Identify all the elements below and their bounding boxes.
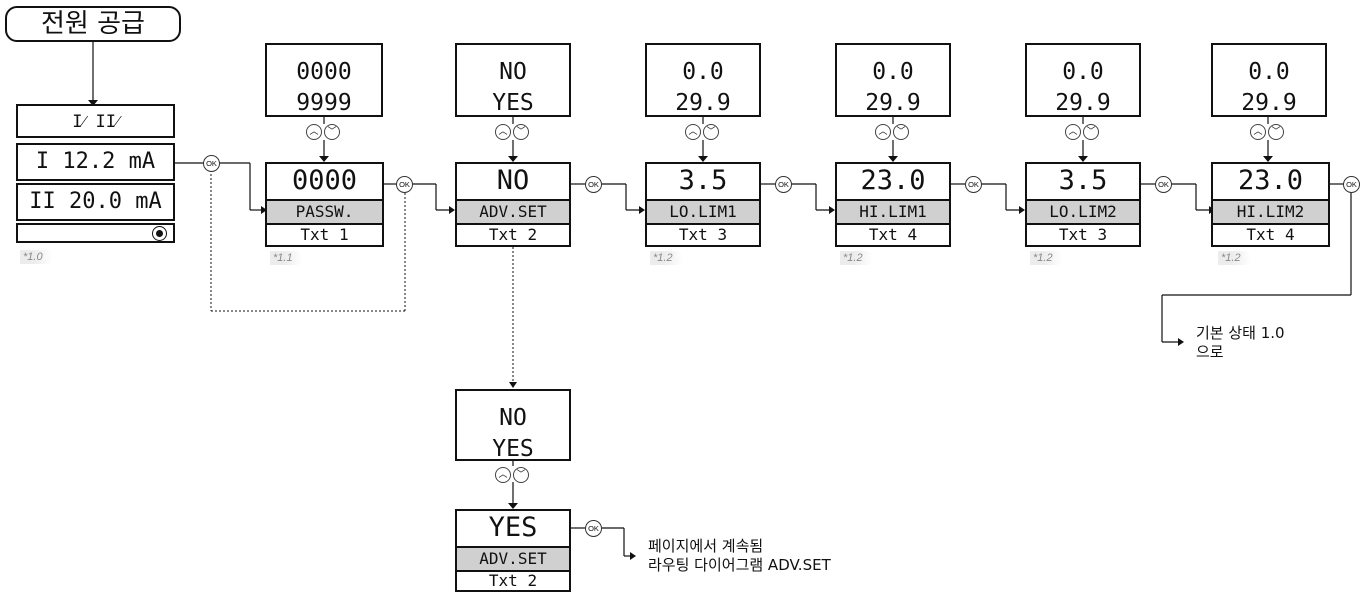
display-text: Txt 1 xyxy=(300,225,349,244)
display-step-6: 23.0 HI.LIM2 Txt 4 xyxy=(1211,162,1330,247)
display-step-4: 23.0 HI.LIM1 Txt 4 xyxy=(835,162,951,247)
options-box-3: 0.0 29.9 xyxy=(645,43,761,117)
note-step-6: *1.2 xyxy=(1218,251,1251,265)
display-value: 3.5 xyxy=(1027,164,1139,201)
option-min: 0.0 xyxy=(1062,59,1104,85)
down-arrow-icon[interactable]: ﹀ xyxy=(513,467,529,483)
continue-line-1: 페이지에서 계속됨 xyxy=(648,537,764,555)
ok-button-5[interactable]: OK xyxy=(965,176,982,193)
option-max: 29.9 xyxy=(675,90,731,116)
down-arrow-icon[interactable]: ﹀ xyxy=(703,124,719,140)
up-arrow-icon[interactable]: ︿ xyxy=(306,124,322,140)
up-arrow-icon[interactable]: ︿ xyxy=(495,124,511,140)
display-value: 0000 xyxy=(267,164,382,201)
return-line-1: 기본 상태 1.0 xyxy=(1196,324,1285,342)
display-label: LO.LIM2 xyxy=(1027,201,1139,225)
main-display-footer xyxy=(16,223,175,243)
up-down-buttons-4[interactable]: ︿ ﹀ xyxy=(875,124,911,140)
down-arrow-icon[interactable]: ﹀ xyxy=(324,124,340,140)
option-max: 29.9 xyxy=(865,90,921,116)
display-step-1: 0000 PASSW. Txt 1 xyxy=(265,162,384,247)
ok-button-1[interactable]: OK xyxy=(203,155,220,172)
up-down-buttons-3[interactable]: ︿ ﹀ xyxy=(685,124,721,140)
option-min: 0000 xyxy=(296,59,352,85)
note-step-1: *1.1 xyxy=(270,251,303,265)
ok-button-2[interactable]: OK xyxy=(396,176,413,193)
options-box-4: 0.0 29.9 xyxy=(835,43,951,117)
down-arrow-icon[interactable]: ﹀ xyxy=(893,124,909,140)
display-label: HI.LIM2 xyxy=(1213,201,1328,225)
ok-button-3[interactable]: OK xyxy=(585,176,602,193)
display-step-5: 3.5 LO.LIM2 Txt 3 xyxy=(1025,162,1141,247)
display-text: Txt 2 xyxy=(488,571,538,590)
options-box-branch: NO YES xyxy=(455,389,571,462)
option-max: 29.9 xyxy=(1055,90,1111,116)
display-step-2: NO ADV.SET Txt 2 xyxy=(455,162,571,247)
up-down-buttons-branch[interactable]: ︿ ﹀ xyxy=(495,467,531,483)
up-arrow-icon[interactable]: ︿ xyxy=(1250,124,1266,140)
option-max: 29.9 xyxy=(1241,90,1297,116)
display-value: NO xyxy=(457,164,569,201)
up-arrow-icon[interactable]: ︿ xyxy=(685,124,701,140)
display-label: PASSW. xyxy=(267,201,382,225)
display-label: ADV.SET xyxy=(457,548,569,572)
hex-nut-icon xyxy=(152,226,167,241)
display-branch: YES ADV.SET Txt 2 xyxy=(455,509,571,592)
ok-button-4[interactable]: OK xyxy=(775,176,792,193)
note-main: *1.0 xyxy=(20,250,53,264)
option-min: 0.0 xyxy=(1248,59,1290,85)
note-step-4: *1.2 xyxy=(840,251,873,265)
option-max: YES xyxy=(492,90,534,116)
option-min: 0.0 xyxy=(682,59,724,85)
ok-button-7[interactable]: OK xyxy=(1343,176,1360,193)
up-down-buttons-2[interactable]: ︿ ﹀ xyxy=(495,124,531,140)
option-max: YES xyxy=(492,436,534,462)
note-step-3: *1.2 xyxy=(650,251,683,265)
down-arrow-icon[interactable]: ﹀ xyxy=(1083,124,1099,140)
options-box-1: 0000 9999 xyxy=(265,43,383,117)
ok-button-6[interactable]: OK xyxy=(1155,176,1172,193)
up-arrow-icon[interactable]: ︿ xyxy=(875,124,891,140)
return-line-2: 으로 xyxy=(1196,343,1224,361)
continue-line-2: 라우팅 다이어그램 ADV.SET xyxy=(648,556,831,574)
main-display-row1: I 12.2 mA xyxy=(16,143,175,181)
ok-button-branch[interactable]: OK xyxy=(585,520,602,537)
continue-text: 페이지에서 계속됨 라우팅 다이어그램 ADV.SET xyxy=(648,537,831,575)
display-text: Txt 2 xyxy=(488,225,538,244)
option-min: 0.0 xyxy=(872,59,914,85)
display-value: 3.5 xyxy=(647,164,759,201)
up-down-buttons-5[interactable]: ︿ ﹀ xyxy=(1065,124,1101,140)
options-box-5: 0.0 29.9 xyxy=(1025,43,1141,117)
up-arrow-icon[interactable]: ︿ xyxy=(495,467,511,483)
display-text: Txt 4 xyxy=(868,225,918,244)
display-text: Txt 4 xyxy=(1246,225,1295,244)
note-step-5: *1.2 xyxy=(1030,251,1063,265)
display-label: ADV.SET xyxy=(457,201,569,225)
options-box-6: 0.0 29.9 xyxy=(1211,43,1327,117)
main-display-header: I⁄ II⁄ xyxy=(16,104,175,138)
display-value: YES xyxy=(457,511,569,548)
return-text: 기본 상태 1.0 으로 xyxy=(1196,324,1285,362)
up-down-buttons-6[interactable]: ︿ ﹀ xyxy=(1250,124,1286,140)
options-box-2: NO YES xyxy=(455,43,571,117)
display-label: HI.LIM1 xyxy=(837,201,949,225)
up-arrow-icon[interactable]: ︿ xyxy=(1065,124,1081,140)
main-display-row2: II 20.0 mA xyxy=(16,183,175,221)
option-min: NO xyxy=(499,59,527,85)
option-max: 9999 xyxy=(296,90,352,116)
display-text: Txt 3 xyxy=(678,225,728,244)
display-label: LO.LIM1 xyxy=(647,201,759,225)
display-step-3: 3.5 LO.LIM1 Txt 3 xyxy=(645,162,761,247)
display-value: 23.0 xyxy=(1213,164,1328,201)
display-value: 23.0 xyxy=(837,164,949,201)
down-arrow-icon[interactable]: ﹀ xyxy=(1268,124,1284,140)
title-power-supply: 전원 공급 xyxy=(5,6,181,42)
down-arrow-icon[interactable]: ﹀ xyxy=(513,124,529,140)
option-min: NO xyxy=(499,405,527,431)
display-text: Txt 3 xyxy=(1058,225,1108,244)
up-down-buttons-1[interactable]: ︿ ﹀ xyxy=(306,124,342,140)
